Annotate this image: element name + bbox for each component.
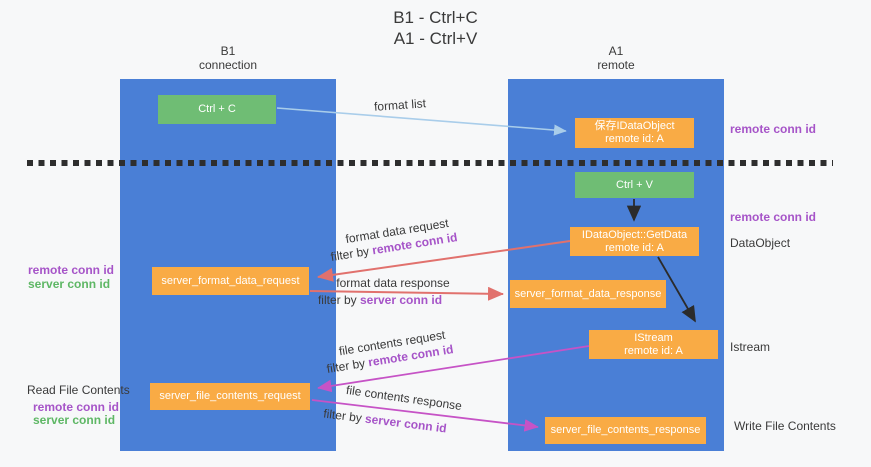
server-format-data-request-label: server_format_data_request — [161, 274, 300, 287]
remote-conn-id-label-right-mid: remote conn id — [730, 210, 817, 224]
saved-idataobject-line1: 保存IDataObject — [594, 120, 675, 132]
saved-idataobject-box: 保存IDataObject remote id: A — [575, 118, 694, 148]
file-contents-request-arrow — [317, 345, 590, 393]
file-contents-response-arrow — [311, 399, 539, 432]
istream-line1: IStream — [634, 331, 673, 344]
title-line-2: A1 - Ctrl+V — [393, 29, 478, 48]
remote-conn-id-label-right-top: remote conn id — [730, 122, 817, 136]
ctrl-c-label: Ctrl + C — [198, 103, 236, 115]
server-conn-id-label-left-bottom: server conn id — [33, 413, 116, 427]
format-list-arrow — [276, 107, 567, 136]
write-file-contents-label: Write File Contents — [734, 419, 836, 433]
right-column-header: A1 remote — [508, 44, 724, 72]
left-column-name: B1 — [220, 44, 236, 58]
remote-conn-id-label-left-top: remote conn id — [28, 263, 115, 277]
istream-side-label: Istream — [730, 340, 771, 354]
ctrl-v-label: Ctrl + V — [616, 178, 653, 191]
getdata-to-istream-arrow — [657, 256, 696, 323]
getdata-line2: remote id: A — [605, 241, 664, 254]
left-column-header: B1 connection — [120, 44, 336, 72]
filter-prefix: filter by — [317, 293, 360, 307]
format-data-request-arrow — [317, 240, 571, 282]
server-file-contents-response-label: server_file_contents_response — [550, 424, 701, 436]
server-format-data-request-box: server_format_data_request — [152, 267, 309, 295]
server-format-data-response-box: server_format_data_response — [510, 280, 666, 308]
format-data-response-arrow — [309, 286, 504, 301]
read-file-contents-label: Read File Contents — [27, 383, 130, 397]
dataobject-label: DataObject — [730, 236, 791, 250]
remote-conn-id-label-left-bottom: remote conn id — [33, 400, 120, 414]
ctrl-c-box: Ctrl + C — [158, 95, 276, 124]
left-column-subtitle: connection — [198, 58, 258, 72]
filter-by-server-conn-id-annotation-1: filter by server conn id — [318, 293, 442, 307]
idataobject-getdata-box: IDataObject::GetData remote id: A — [570, 227, 699, 256]
right-column-name: A1 — [608, 44, 624, 58]
server-file-contents-request-label: server_file_contents_request — [159, 390, 301, 402]
server-format-data-response-label: server_format_data_response — [514, 287, 662, 300]
server-file-contents-response-box: server_file_contents_response — [545, 417, 706, 444]
title-line-1: B1 - Ctrl+C — [393, 8, 478, 27]
istream-line2: remote id: A — [624, 344, 683, 357]
server-file-contents-request-box: server_file_contents_request — [150, 383, 310, 410]
right-column-subtitle: remote — [597, 58, 635, 72]
server-conn-id-label-left-top: server conn id — [28, 277, 111, 291]
getdata-line1: IDataObject::GetData — [581, 228, 688, 241]
format-data-response-annotation: format data response — [336, 276, 450, 290]
ctrl-v-box: Ctrl + V — [575, 172, 694, 198]
server-conn-id-highlight: server conn id — [359, 293, 443, 307]
saved-idataobject-line2: remote id: A — [605, 133, 664, 145]
dashed-separator — [27, 160, 833, 166]
diagram-title: B1 - Ctrl+C A1 - Ctrl+V — [0, 7, 871, 49]
istream-box: IStream remote id: A — [589, 330, 718, 359]
